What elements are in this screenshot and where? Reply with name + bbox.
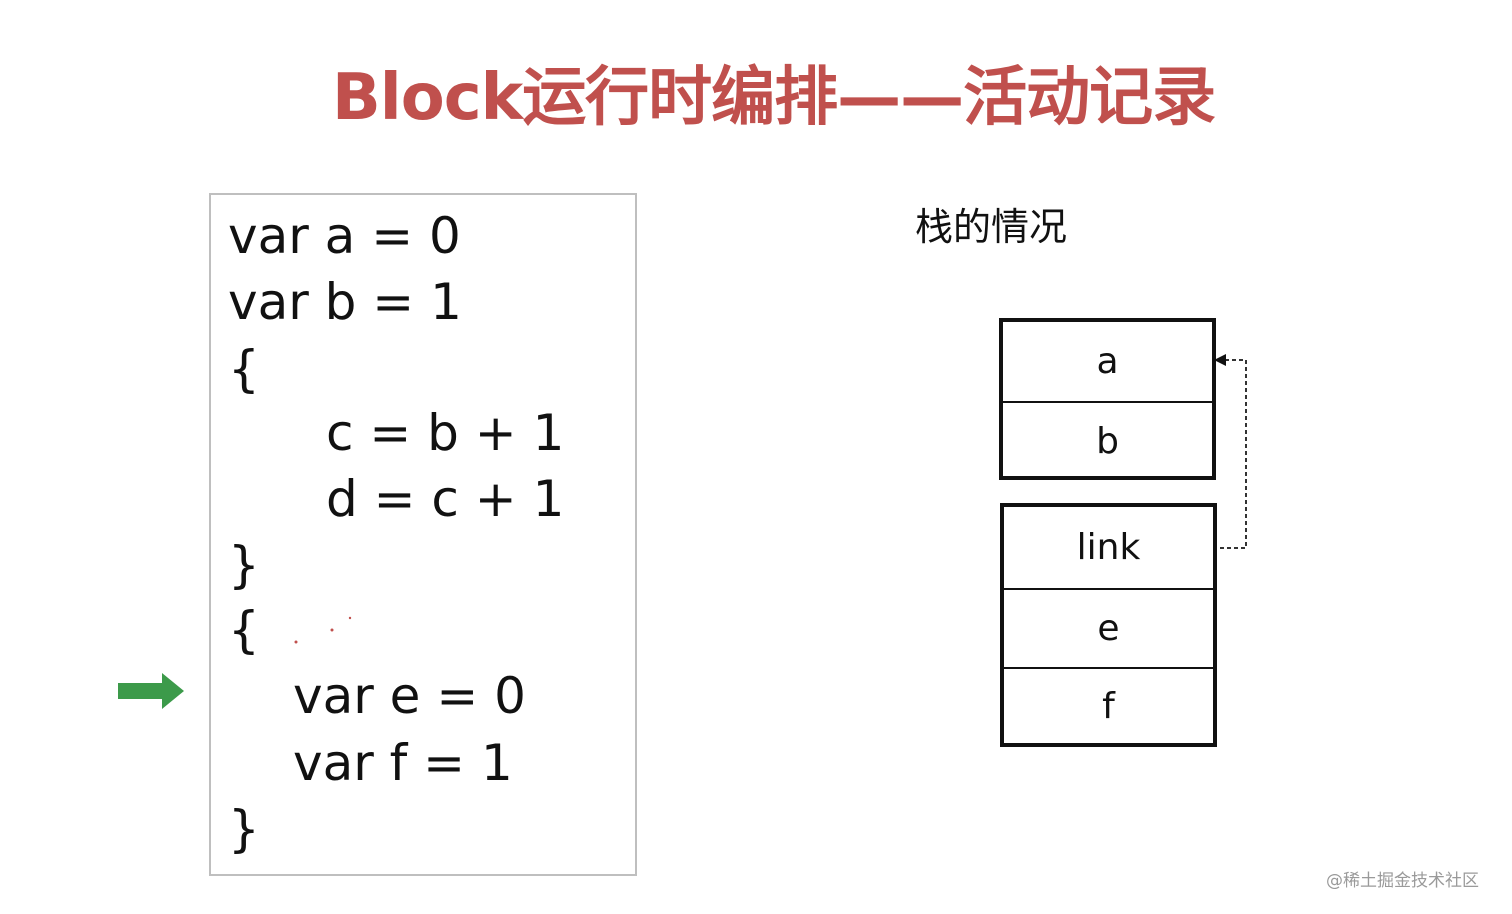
code-line-6: } [228,536,260,594]
stack-cell-link: link [1076,527,1141,568]
watermark: @稀土掘金技术社区 [1326,871,1479,891]
code-panel: var a = 0 var b = 1 { c = b + 1 d = c + … [209,193,637,876]
stack-caption: 栈的情况 [915,205,1068,249]
current-line-arrow-icon [118,673,184,709]
slide-title: Block运行时编排——活动记录 [332,61,1216,135]
code-line-2: var b = 1 [228,273,462,331]
code-line-8: var e = 0 [293,667,526,725]
code-line-1: var a = 0 [228,207,461,265]
stack-frame-outer: a b [999,318,1216,480]
stack-frame-inner: link e f [1000,503,1217,747]
code-line-5: d = c + 1 [326,470,565,528]
cell-divider [1004,588,1213,590]
stack-cell-f: f [1102,685,1115,727]
code-line-9: var f = 1 [293,734,513,792]
code-line-10: } [228,800,260,858]
link-pointer-arrow [1214,354,1247,549]
stack-cell-b: b [1096,421,1119,462]
stray-marks [294,616,352,644]
code-line-4: c = b + 1 [326,404,565,462]
stack-cell-a: a [1096,341,1119,382]
code-line-3: { [228,340,260,398]
cell-divider [1003,401,1212,403]
code-line-7: { [228,601,260,659]
stack-cell-e: e [1097,608,1120,649]
cell-divider [1004,667,1213,669]
